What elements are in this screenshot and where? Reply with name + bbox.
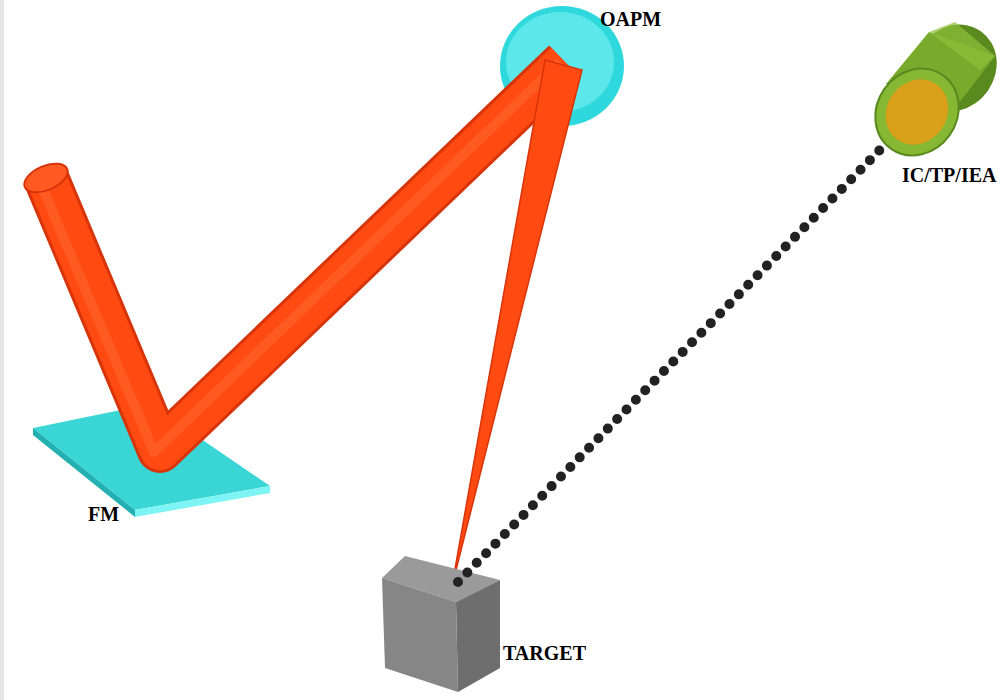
detector-cylinder (858, 8, 1005, 172)
laser-beam (20, 60, 582, 586)
mirror-label: FM (88, 503, 119, 525)
edge-strip (0, 0, 4, 700)
target-block (382, 556, 500, 692)
mirror-label: OAPM (600, 8, 661, 30)
particle-path (458, 116, 913, 582)
detector-label: IC/TP/IEA (902, 164, 996, 186)
target-label: TARGET (503, 642, 586, 664)
